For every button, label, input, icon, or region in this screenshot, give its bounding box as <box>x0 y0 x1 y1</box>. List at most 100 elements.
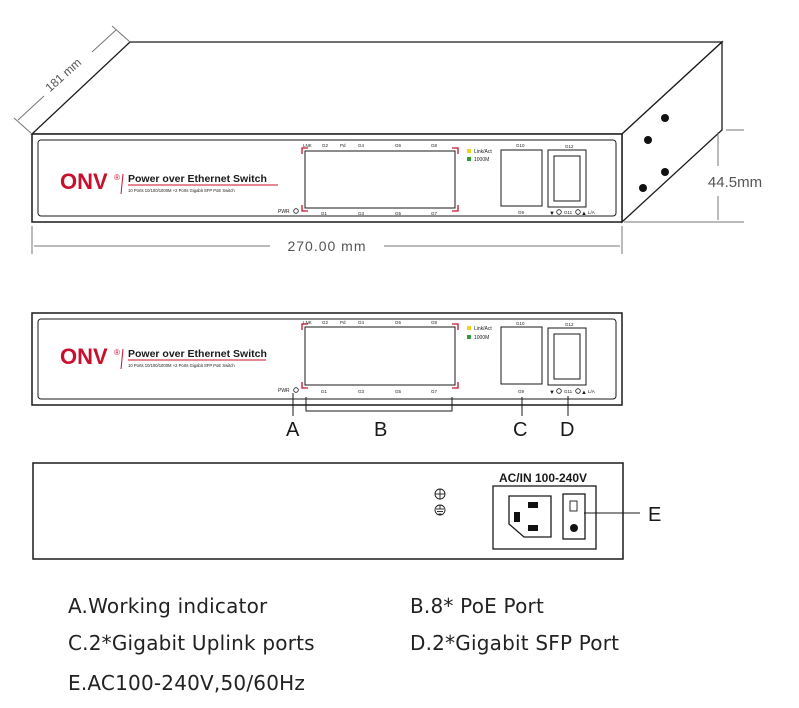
port-label-lnk: LNK <box>303 320 312 325</box>
pwr-led-icon <box>293 208 299 214</box>
port-label-g7: G7 <box>431 211 438 216</box>
sfp-port-block <box>553 155 581 202</box>
legend-d: D.2*Gigabit SFP Port <box>410 631 620 655</box>
isometric-view: 181 mm 270.00 mm 44.5mm ONV ® Power over… <box>13 25 762 254</box>
port-label-g3: G3 <box>358 389 365 394</box>
sfp-label-g12: G12 <box>565 322 574 327</box>
ground-icon <box>434 488 446 516</box>
uplink-label-g10: G10 <box>516 321 525 326</box>
port-label-g3: G3 <box>358 211 365 216</box>
sfp-led-icon <box>575 388 581 394</box>
product-title: Power over Ethernet Switch <box>128 348 267 360</box>
registered-mark: ® <box>114 173 120 182</box>
1000m-label: 1000M <box>474 157 489 163</box>
port-label-g1: G1 <box>321 211 328 216</box>
port-label-g5: G5 <box>395 389 402 394</box>
poe-port-block <box>304 150 456 209</box>
front-view: ONV ® Power over Ethernet Switch 10 Port… <box>31 312 623 441</box>
port-label-g2: G2 <box>322 320 329 325</box>
port-label-pd: Pd <box>340 143 346 148</box>
height-dimension: 44.5mm <box>624 129 762 223</box>
sfp-up-arrow-icon: ▲ <box>581 390 587 396</box>
width-label: 270.00 mm <box>287 238 366 254</box>
port-label-g4: G4 <box>358 143 365 148</box>
callout-b: B <box>374 419 387 441</box>
product-subtitle: 10 Ports 10/100/1000M +2 Ports Gigabit S… <box>128 363 235 368</box>
port-label-pd: Pd <box>340 320 346 325</box>
1000m-swatch <box>467 335 471 339</box>
1000m-label: 1000M <box>474 335 489 341</box>
port-label-g8: G8 <box>431 320 438 325</box>
power-switch-off-mark <box>570 524 578 532</box>
inlet-pin <box>514 512 520 522</box>
screw-icon <box>661 114 669 122</box>
sfp-up-arrow-icon: ▲ <box>581 211 587 217</box>
inlet-pin <box>528 525 538 531</box>
port-label-g2: G2 <box>322 143 329 148</box>
inlet-pin <box>528 502 538 508</box>
uplink-label-g10: G10 <box>516 143 525 148</box>
port-label-g5: G5 <box>395 211 402 216</box>
port-label-g6: G6 <box>395 143 402 148</box>
legend-c: C.2*Gigabit Uplink ports <box>68 631 315 655</box>
port-label-g6: G6 <box>395 320 402 325</box>
callout-d: D <box>560 419 574 441</box>
link-act-label: Link/Act <box>474 326 492 332</box>
width-dimension: 270.00 mm <box>31 226 623 254</box>
product-subtitle: 10 Ports 10/100/1000M +2 Ports Gigabit S… <box>128 188 235 193</box>
sfp-label-g11: G11 <box>564 210 573 215</box>
registered-mark: ® <box>114 348 120 357</box>
front-view-inset <box>37 318 617 400</box>
port-label-lnk: LNK <box>303 143 312 148</box>
port-label-g1: G1 <box>321 389 328 394</box>
link-act-label: Link/Act <box>474 149 492 155</box>
sfp-port-block <box>553 333 581 380</box>
sfp-down-arrow-icon: ▼ <box>549 390 555 396</box>
link-act-swatch <box>467 149 471 153</box>
callout-c: C <box>513 419 527 441</box>
poe-port-block <box>304 326 456 386</box>
sfp-down-arrow-icon: ▼ <box>549 211 555 217</box>
sfp-label-g12: G12 <box>565 144 574 149</box>
port-label-g7: G7 <box>431 389 438 394</box>
legend-e: E.AC100-240V,50/60Hz <box>68 671 306 695</box>
power-inlet-icon <box>508 495 552 538</box>
front-panel-top: ONV ® Power over Ethernet Switch 10 Port… <box>60 143 595 217</box>
1000m-swatch <box>467 157 471 161</box>
legend-a: A.Working indicator <box>68 594 268 618</box>
screw-icon <box>644 136 652 144</box>
sfp-led-icon <box>556 388 562 394</box>
screw-icon <box>639 184 647 192</box>
port-label-g4: G4 <box>358 320 365 325</box>
depth-label: 181 mm <box>43 55 85 94</box>
uplink-port-block <box>500 326 543 385</box>
rear-view: AC/IN 100-240V E <box>32 462 661 560</box>
product-title: Power over Ethernet Switch <box>128 173 267 185</box>
sfp-la-label: L/A <box>588 389 595 394</box>
pwr-label: PWR <box>278 209 290 215</box>
callout-a: A <box>286 419 300 441</box>
pwr-led-icon <box>293 387 299 393</box>
power-label: AC/IN 100-240V <box>499 471 587 485</box>
uplink-label-g9: G9 <box>518 389 525 394</box>
top-face <box>30 41 724 135</box>
power-switch-on-mark <box>569 500 578 512</box>
brand-logo: ONV <box>60 344 108 369</box>
link-act-swatch <box>467 326 471 330</box>
brand-logo: ONV <box>60 169 108 194</box>
callout-e: E <box>648 504 661 526</box>
pwr-label: PWR <box>278 388 290 394</box>
sfp-label-g11: G11 <box>564 389 573 394</box>
front-face-inset <box>37 139 617 217</box>
screw-icon <box>661 168 669 176</box>
uplink-label-g9: G9 <box>518 210 525 215</box>
sfp-led-icon <box>556 209 562 215</box>
uplink-port-block <box>500 149 543 207</box>
legend-b: B.8* PoE Port <box>410 594 544 618</box>
port-label-g8: G8 <box>431 143 438 148</box>
sfp-led-icon <box>575 209 581 215</box>
power-switch[interactable] <box>562 493 586 540</box>
height-label: 44.5mm <box>708 174 762 191</box>
sfp-la-label: L/A <box>588 210 595 215</box>
